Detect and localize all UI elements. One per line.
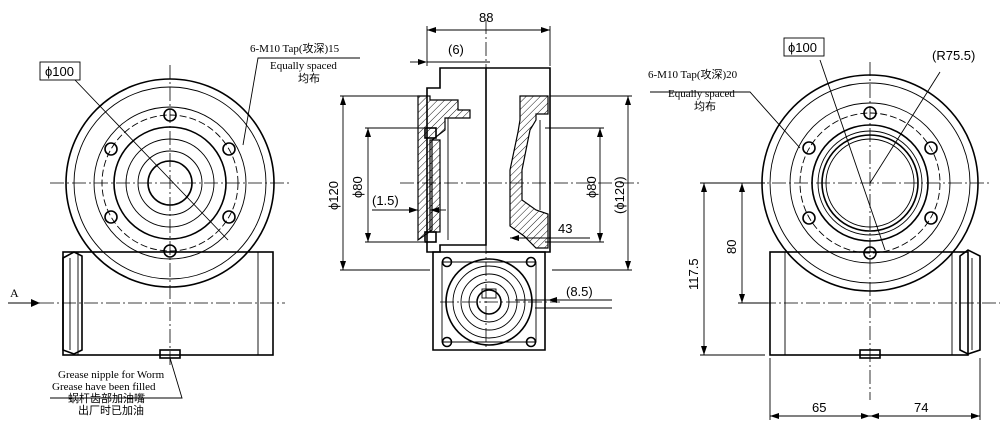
right-tap-note: 6-M10 Tap(攻深)20 — [648, 67, 738, 81]
dim-dia-120-right: (ϕ120) — [612, 176, 627, 214]
dim-74: 74 — [914, 400, 928, 415]
grease-note-1: Grease nipple for Worm — [58, 369, 165, 381]
right-view — [650, 37, 1000, 420]
right-worm-housing — [769, 251, 969, 356]
dim-dia-120-left: ϕ120 — [326, 181, 341, 210]
grease-note-3: 蜗杆齿部加油嘴 — [68, 391, 145, 405]
right-housing-flange — [959, 249, 981, 355]
dim-dia-80-right: ϕ80 — [584, 176, 599, 198]
section-seal-bottom — [424, 231, 437, 243]
dim-dia-80-left: ϕ80 — [350, 176, 365, 198]
right-equally-spaced: Equally spaced — [668, 88, 735, 100]
dim-6: (6) — [448, 42, 464, 57]
right-equally-spaced-cn: 均布 — [694, 100, 716, 113]
section-worm-housing — [432, 251, 546, 351]
view-marker-a: A — [10, 286, 19, 300]
dim-117-5: 117.5 — [686, 258, 701, 290]
section-view — [340, 20, 640, 351]
dim-43: 43 — [558, 221, 572, 236]
dim-65: 65 — [812, 400, 826, 415]
dim-88: 88 — [479, 10, 493, 25]
dim-8-5: (8.5) — [566, 284, 593, 299]
grease-note-2: Grease have been filled — [52, 381, 156, 393]
left-tap-note: 6-M10 Tap(攻深)15 — [250, 41, 340, 55]
left-view — [8, 57, 360, 399]
left-equally-spaced: Equally spaced — [270, 60, 337, 72]
right-diameter-label: ϕ100 — [788, 40, 817, 55]
dim-1-5: (1.5) — [372, 193, 399, 208]
grease-note-4: 出厂时已加油 — [78, 403, 144, 417]
left-worm-housing — [62, 251, 274, 356]
section-worm-key — [481, 288, 497, 299]
dim-80-height: 80 — [724, 240, 739, 254]
left-diameter-box — [39, 61, 81, 81]
left-equally-spaced-cn: 均布 — [298, 72, 320, 85]
right-radius-label: (R75.5) — [932, 48, 975, 63]
left-diameter-label: ϕ100 — [45, 64, 74, 79]
left-housing-flange — [62, 251, 83, 355]
right-diameter-box — [783, 37, 825, 57]
section-seal-top — [424, 127, 437, 139]
right-grease-nipple — [859, 349, 881, 359]
left-bolt-holes — [104, 108, 236, 258]
section-left-plate — [426, 67, 487, 253]
